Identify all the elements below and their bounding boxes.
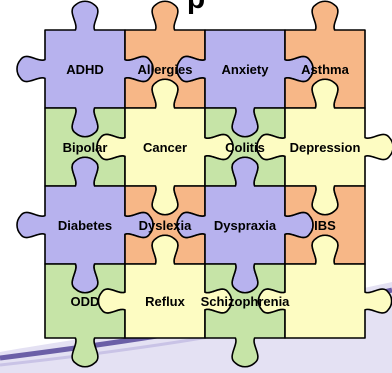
piece-label-cancer: Cancer — [143, 140, 187, 155]
piece-label-asthma: Asthma — [301, 62, 349, 77]
piece-label-allergies: Allergies — [138, 62, 193, 77]
piece-label-colitis: Colitis — [225, 140, 265, 155]
piece-label-odd: ODD — [71, 294, 100, 309]
slide-title-fragment: p — [187, 0, 205, 15]
piece-label-bipolar: Bipolar — [63, 140, 108, 155]
piece-label-adhd: ADHD — [66, 62, 104, 77]
piece-label-depression: Depression — [290, 140, 361, 155]
piece-label-schizophrenia: Schizophrenia — [201, 294, 291, 309]
piece-label-reflux: Reflux — [145, 294, 186, 309]
piece-label-dyslexia: Dyslexia — [139, 218, 193, 233]
piece-label-ibs: IBS — [314, 218, 336, 233]
piece-label-dyspraxia: Dyspraxia — [214, 218, 277, 233]
piece-label-diabetes: Diabetes — [58, 218, 112, 233]
piece-label-anxiety: Anxiety — [222, 62, 270, 77]
